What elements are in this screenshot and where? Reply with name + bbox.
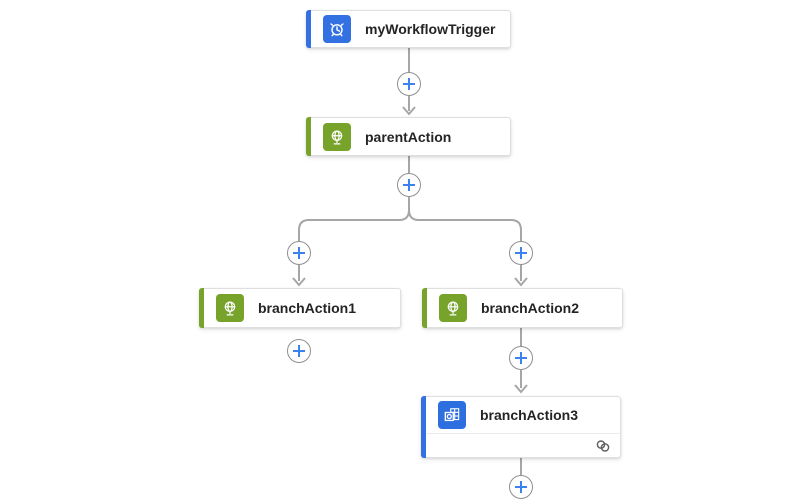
accent-bar [306,10,311,48]
node-footer [422,433,620,457]
node-label: branchAction3 [480,407,579,424]
add-step-button-after-parentAction[interactable] [397,173,421,197]
accent-bar [199,288,204,328]
workflow-node-branchAction2[interactable]: branchAction2 [422,288,623,328]
globe-icon [439,294,467,322]
node-main-row: branchAction3 [422,397,620,433]
workflow-node-branchAction1[interactable]: branchAction1 [199,288,401,328]
node-label: myWorkflowTrigger [365,21,496,37]
accent-bar [422,288,427,328]
globe-icon [323,122,351,151]
add-step-button-after-trigger[interactable] [397,72,421,96]
node-label: branchAction1 [258,300,357,316]
add-step-button-branch-right[interactable] [509,241,533,265]
accent-bar [421,396,426,458]
node-label: parentAction [365,128,452,145]
connection-link-icon [595,438,611,454]
accent-bar [306,117,311,156]
node-label: branchAction2 [481,300,580,316]
recurrence-clock-icon [323,15,351,43]
workflow-node-branchAction3[interactable]: branchAction3 [421,396,621,458]
workflow-node-trigger[interactable]: myWorkflowTrigger [306,10,511,48]
add-step-button-after-branchAction2[interactable] [509,346,533,370]
globe-icon [216,294,244,322]
add-step-button-branch-left[interactable] [287,241,311,265]
add-step-button-after-branchAction1[interactable] [287,339,311,363]
outlook-icon [438,401,466,430]
add-step-button-after-branchAction3[interactable] [509,475,533,499]
workflow-node-parentAction[interactable]: parentAction [306,117,511,156]
